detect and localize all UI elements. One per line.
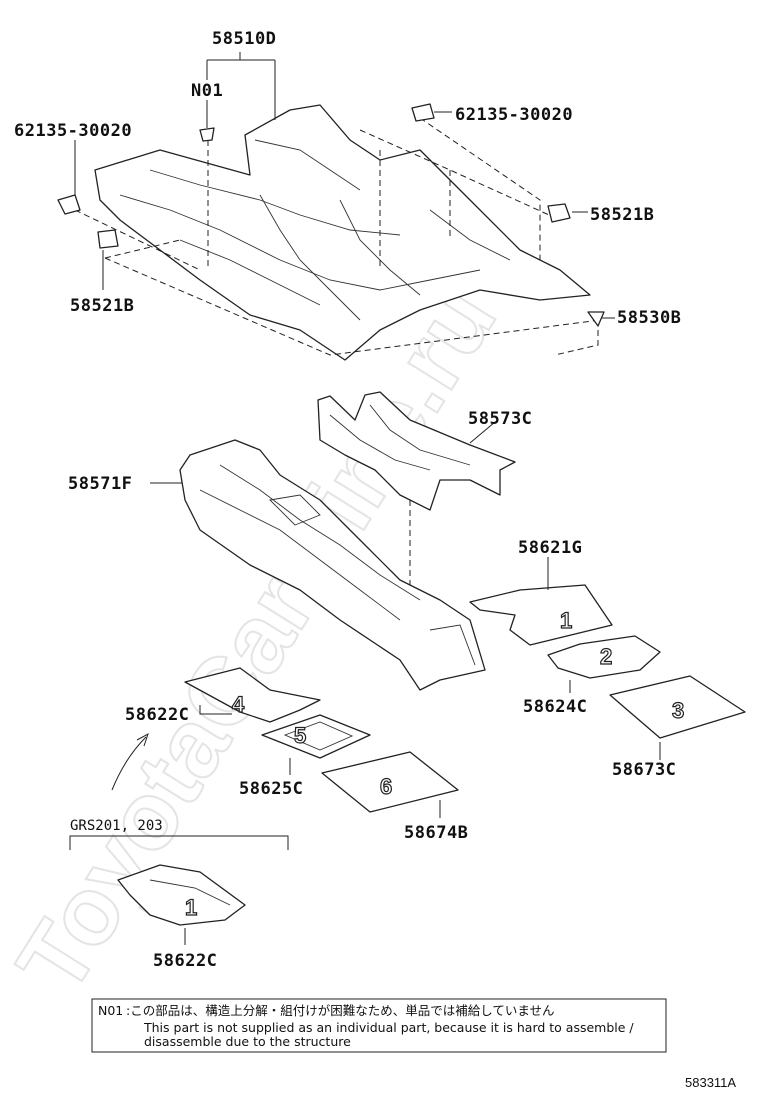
mat-58622C-bottom[interactable] [117,864,246,926]
callout-58621G[interactable]: 58621G [518,538,582,558]
variant-arrow [111,736,147,791]
clip-58521B-left[interactable] [97,229,119,249]
mat-number-3: 3 [672,698,684,723]
mat-number-5: 5 [294,723,306,748]
callout-58622C-top[interactable]: 58622C [125,705,189,725]
callout-58673C[interactable]: 58673C [612,760,676,780]
mat-number-1: 1 [560,608,572,633]
callout-58521B-right[interactable]: 58521B [590,205,654,225]
silencer-58573C[interactable] [317,391,516,511]
callout-58510D[interactable]: 58510D [212,29,276,49]
variant-arrow-head [136,732,149,747]
silencer-58571F[interactable] [179,439,486,691]
mat-58673C[interactable] [609,675,746,739]
variant-label: GRS201, 203 [70,818,163,834]
note-line-jp: :この部品は、構造上分解・組付けが困難なため、単品では補給していません [126,1003,554,1018]
clip-62135-left[interactable] [57,194,81,215]
mat-number-7: 1 [185,895,197,920]
mat-58624C[interactable] [547,635,661,679]
clip-guide-lines [74,117,601,356]
mat-number-6: 6 [380,774,392,799]
leader-lines [74,52,661,945]
clip-58521B-right[interactable] [547,203,571,223]
note-line-en-2: disassemble due to the structure [144,1034,351,1049]
mat-number-2: 2 [600,644,612,669]
callout-58625C[interactable]: 58625C [239,779,303,799]
mat-number-4: 4 [232,692,245,717]
callout-58530B[interactable]: 58530B [617,308,681,328]
floor-carpet-58510D[interactable] [94,104,591,361]
clip-N01[interactable] [199,127,215,142]
mat-58622C-top[interactable] [184,667,321,723]
note-line-en-1: This part is not supplied as an individu… [143,1020,634,1035]
callout-58624C[interactable]: 58624C [523,697,587,717]
callout-58521B-left[interactable]: 58521B [70,296,134,316]
callout-58571F[interactable]: 58571F [68,474,132,494]
variant-bracket [69,835,289,850]
callout-58674B[interactable]: 58674B [404,823,468,843]
diagram-reference: 583311A [685,1075,736,1090]
note-code: N01 [98,1003,123,1018]
callout-58573C[interactable]: 58573C [468,409,532,429]
mat-58674B[interactable] [321,751,459,813]
mat-58625C[interactable] [261,714,371,759]
note-box [91,998,667,1053]
callout-62135-30020-right[interactable]: 62135-30020 [455,105,573,125]
callout-58622C-bottom[interactable]: 58622C [153,951,217,971]
clip-62135-right[interactable] [411,103,435,122]
clip-58530B[interactable] [587,311,605,327]
callout-62135-30020-left[interactable]: 62135-30020 [14,121,132,141]
mat-58621G[interactable] [469,584,613,646]
callout-N01[interactable]: N01 [191,81,223,101]
